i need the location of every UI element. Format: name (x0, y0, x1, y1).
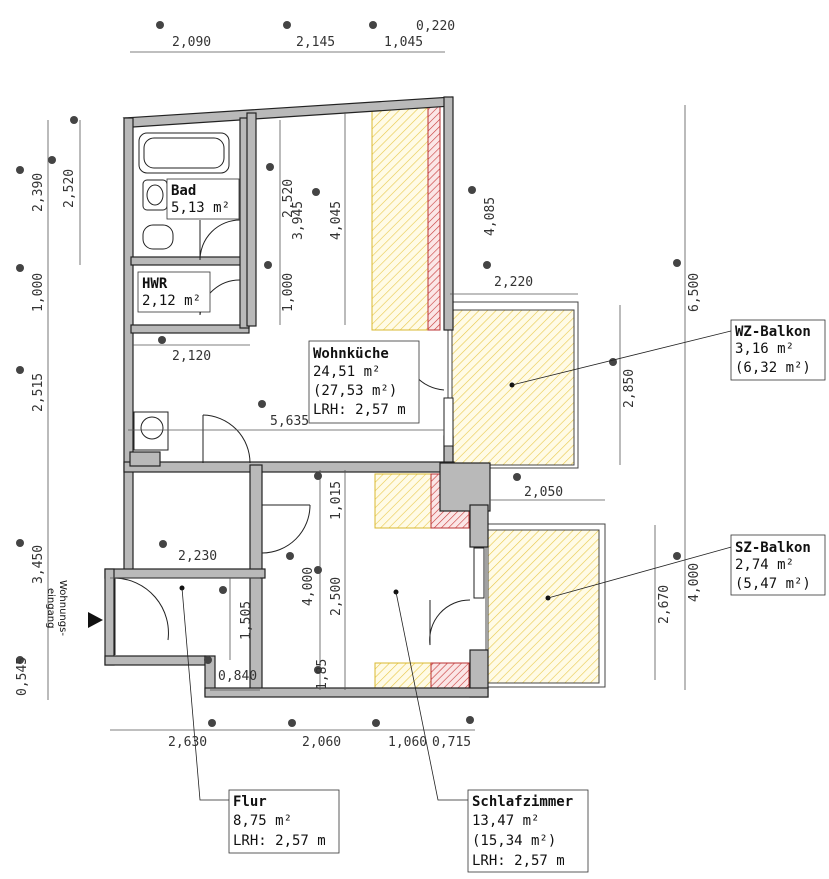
dim-left-4: 3,450 (31, 545, 46, 584)
bad-name: Bad (171, 183, 196, 199)
dim-inner-15: 1,85 (315, 659, 330, 690)
balcony-outlines (447, 301, 606, 688)
bad-area: 5,13 m² (171, 200, 230, 216)
wohnkueche-name: Wohnküche (313, 346, 389, 362)
wohnkueche-area2: (27,53 m²) (313, 383, 397, 399)
entrance-label: Wohnungs- eingang (45, 580, 68, 639)
dim-left-0: 2,390 (31, 173, 46, 212)
dimension-lines (47, 51, 686, 731)
schlafzimmer-lrh: LRH: 2,57 m (472, 853, 565, 869)
flur-name: Flur (233, 794, 267, 810)
dim-inner-11: 1,000 (281, 273, 296, 312)
dim-inner-4: 0,840 (218, 669, 257, 684)
dim-top-0: 2,090 (172, 35, 211, 50)
wz-balkon-area2: (6,32 m²) (735, 360, 811, 376)
dim-left-2: 1,000 (31, 273, 46, 312)
wohnkueche-lrh: LRH: 2,57 m (313, 402, 406, 418)
dim-bottom-2: 1,060 (388, 735, 427, 750)
dim-inner-10: 2,520 (281, 179, 296, 218)
dim-right-2: 4,000 (687, 563, 702, 602)
leader-lines (181, 329, 736, 801)
sz-balkon-area2: (5,47 m²) (735, 576, 811, 592)
dimension-markers (16, 21, 681, 727)
dim-inner-6: 2,050 (524, 485, 563, 500)
hwr-name: HWR (142, 276, 168, 292)
dim-top-2: 1,045 (384, 35, 423, 50)
dim-inner-8: 4,045 (329, 201, 344, 240)
dim-left-3: 2,515 (31, 373, 46, 412)
dim-top-1: 2,145 (296, 35, 335, 50)
dim-right-0: 6,500 (687, 273, 702, 312)
dim-inner-12: 1,015 (329, 481, 344, 520)
windows (443, 397, 485, 599)
flur-area: 8,75 m² (233, 813, 292, 829)
wz-balkon-area: 3,16 m² (735, 341, 794, 357)
dim-inner-1: 5,635 (270, 414, 309, 429)
schlafzimmer-area2: (15,34 m²) (472, 833, 556, 849)
dimension-texts: 2,090 2,145 1,045 0,220 2,630 2,060 1,06… (15, 19, 702, 750)
sz-balkon-area: 2,74 m² (735, 557, 794, 573)
dim-inner-2: 2,230 (178, 549, 217, 564)
dim-inner-14: 4,000 (301, 567, 316, 606)
dim-inner-3: 1,505 (239, 601, 254, 640)
flur-lrh: LRH: 2,57 m (233, 833, 326, 849)
dim-bottom-1: 2,060 (302, 735, 341, 750)
schlafzimmer-area: 13,47 m² (472, 813, 539, 829)
dim-bottom-0: 2,630 (168, 735, 207, 750)
dim-left-5: 0,545 (15, 657, 30, 696)
entrance-arrow-icon (88, 612, 103, 628)
dim-inner-7: 3,945 (291, 201, 306, 240)
dim-inner-9: 4,085 (483, 197, 498, 236)
dim-inner-0: 2,120 (172, 349, 211, 364)
walls (104, 96, 491, 698)
dim-inner-5: 2,220 (494, 275, 533, 290)
dim-inner-13: 2,500 (329, 577, 344, 616)
wohnkueche-area: 24,51 m² (313, 364, 380, 380)
dim-right-1: 2,850 (622, 369, 637, 408)
dim-left-1: 2,520 (62, 169, 77, 208)
dim-right-3: 2,670 (657, 585, 672, 624)
wz-balkon-name: WZ-Balkon (735, 324, 811, 340)
room-labels: Bad 5,13 m² HWR 2,12 m² Wohnküche 24,51 … (142, 183, 811, 869)
schlafzimmer-name: Schlafzimmer (472, 794, 573, 810)
dim-bottom-3: 0,715 (432, 735, 471, 750)
room-label-boxes (137, 178, 826, 873)
hwr-area: 2,12 m² (142, 293, 201, 309)
sz-balkon-name: SZ-Balkon (735, 540, 811, 556)
sanitary-fixtures (133, 132, 230, 451)
dim-top-3: 0,220 (416, 19, 455, 34)
